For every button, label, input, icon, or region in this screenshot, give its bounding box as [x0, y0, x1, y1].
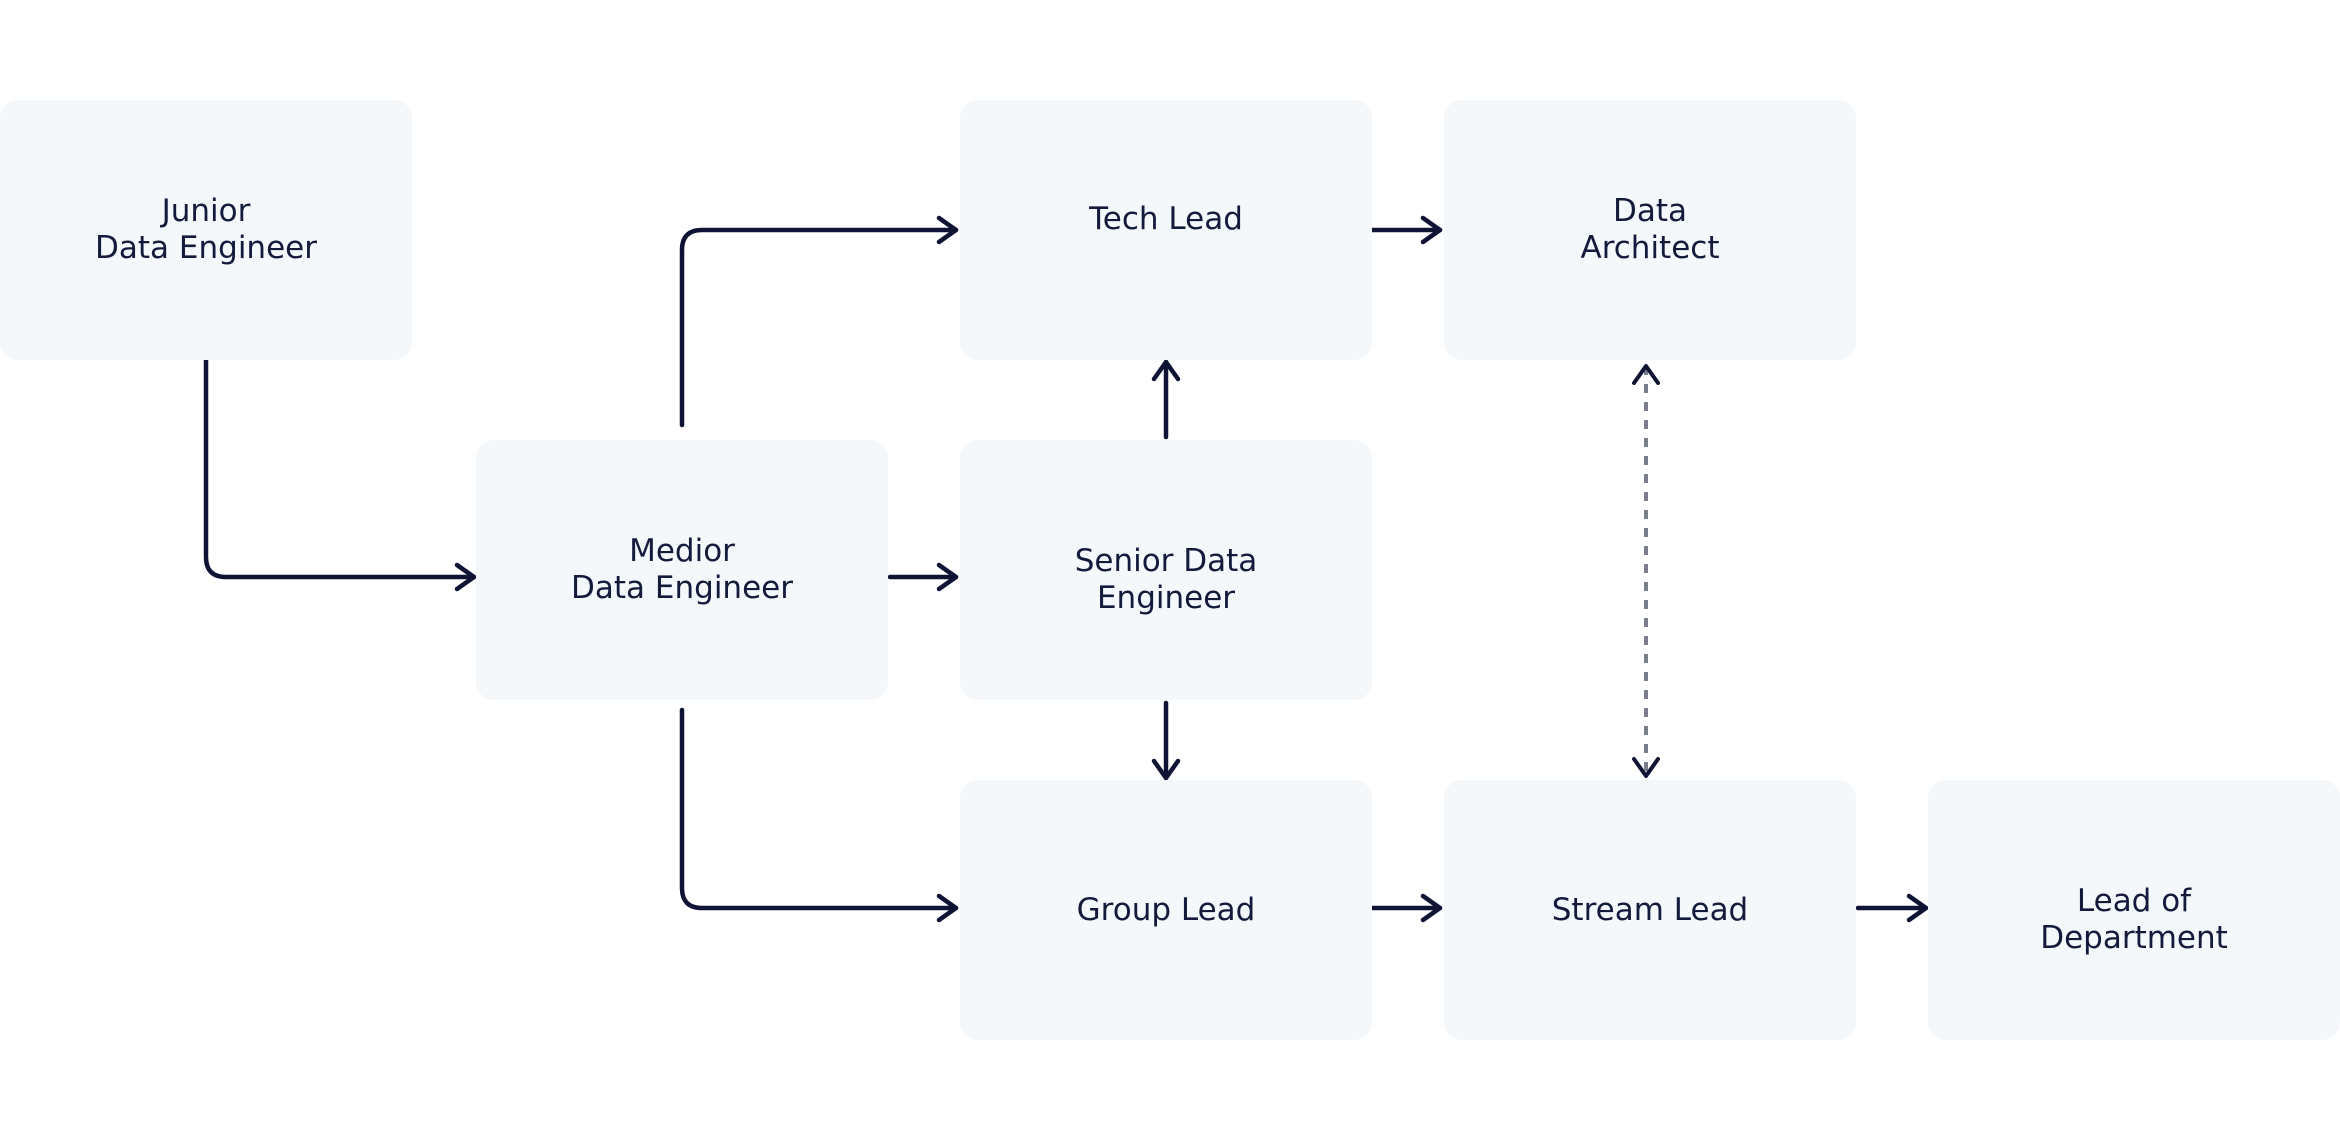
node-senior-line1: Senior Data: [1074, 543, 1258, 579]
node-junior-line1: Junior: [161, 193, 251, 229]
node-tech-lead-label: Tech Lead: [1089, 200, 1243, 237]
node-group-lead-label: Group Lead: [1076, 891, 1256, 928]
node-senior-line2: Engineer: [1096, 580, 1236, 616]
node-tech-lead: Tech Lead: [960, 100, 1372, 360]
node-stream-lead-label: Stream Lead: [1551, 891, 1749, 928]
node-stream-lead: Stream Lead: [1444, 780, 1856, 1040]
node-lead-of-department-line1: Lead of: [2076, 883, 2192, 919]
arrow-junior-to-medior: [203, 357, 477, 592]
node-lead-of-department-line2: Department: [2040, 920, 2228, 956]
arrow-medior-to-tech-lead: [679, 215, 959, 428]
node-medior-line1: Medior: [629, 533, 735, 569]
node-lead-of-department: Lead of Department: [1928, 780, 2340, 1040]
node-medior-data-engineer: Medior Data Engineer: [476, 440, 888, 700]
node-data-architect-line2: Architect: [1580, 230, 1720, 266]
node-senior-data-engineer: Senior Data Engineer: [960, 440, 1372, 700]
node-group-lead: Group Lead: [960, 780, 1372, 1040]
node-junior-data-engineer: Junior Data Engineer: [0, 100, 412, 360]
arrow-medior-to-group-lead: [679, 707, 959, 923]
node-medior-line2: Data Engineer: [571, 570, 793, 606]
node-junior-line2: Data Engineer: [95, 230, 317, 266]
node-data-architect: Data Architect: [1444, 100, 1856, 360]
node-data-architect-line1: Data: [1612, 193, 1688, 229]
